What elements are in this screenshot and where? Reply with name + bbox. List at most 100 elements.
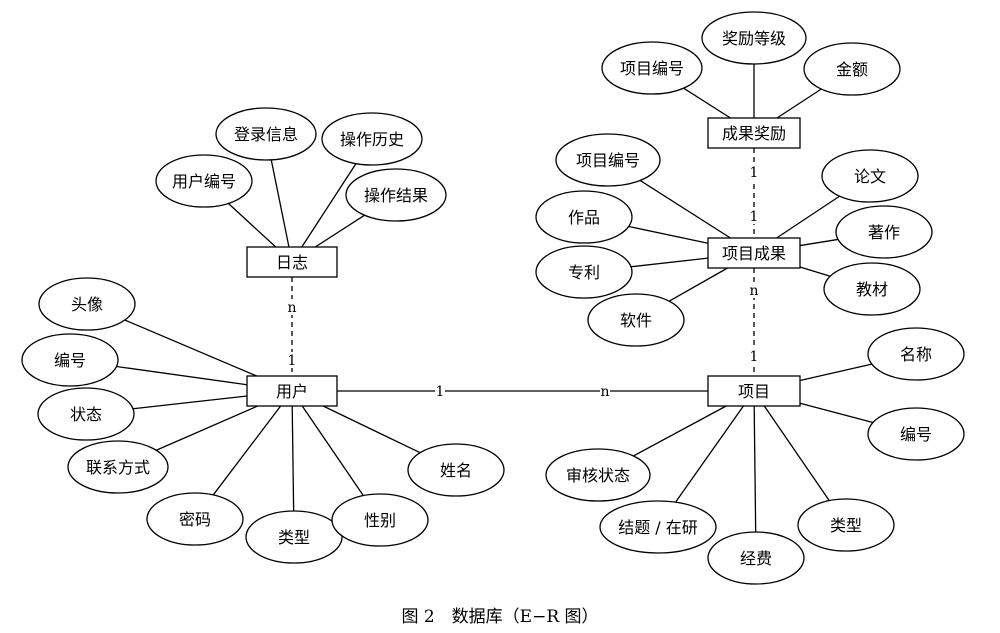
attribute-link xyxy=(799,266,831,277)
attribute-ellipse xyxy=(215,107,317,161)
attribute-label: 编号 xyxy=(900,425,932,444)
entity-label: 日志 xyxy=(276,253,308,272)
attribute-project-4: 经费 xyxy=(707,531,805,585)
attribute-link xyxy=(799,402,874,424)
attribute-label: 密码 xyxy=(179,510,211,529)
attribute-ellipse xyxy=(345,168,447,222)
attribute-user-2: 状态 xyxy=(37,387,135,441)
er-diagram: 用户编号登录信息操作历史操作结果日志头像编号状态联系方式密码类型性别姓名用户项目… xyxy=(21,11,965,585)
attribute-log-2: 操作历史 xyxy=(321,112,423,166)
attribute-link xyxy=(301,405,364,496)
entity-box xyxy=(707,117,801,149)
attribute-project-5: 类型 xyxy=(797,498,895,552)
attribute-result-2: 专利 xyxy=(535,245,633,299)
attribute-link xyxy=(776,195,841,239)
attribute-label: 姓名 xyxy=(440,461,472,480)
attribute-ellipse xyxy=(331,493,429,547)
cardinality-label: 1 xyxy=(288,353,297,369)
attribute-ellipse xyxy=(555,133,661,187)
attribute-link xyxy=(628,225,709,244)
attribute-label: 登录信息 xyxy=(234,125,298,144)
attribute-result-3: 软件 xyxy=(587,293,685,347)
attribute-link xyxy=(668,267,728,302)
attribute-link xyxy=(124,319,257,377)
attribute-link xyxy=(301,163,357,248)
attribute-award-1: 奖励等级 xyxy=(701,11,807,65)
attribute-result-4: 论文 xyxy=(821,149,919,203)
attribute-ellipse xyxy=(601,41,703,95)
attribute-user-1: 编号 xyxy=(21,333,119,387)
attribute-link xyxy=(753,405,757,533)
attribute-label: 教材 xyxy=(856,280,888,299)
attribute-link xyxy=(639,179,731,239)
attribute-label: 名称 xyxy=(900,345,932,364)
attribute-link xyxy=(322,405,421,454)
cardinality-bg xyxy=(749,208,759,224)
entity-award: 成果奖励 xyxy=(707,117,801,149)
attribute-link xyxy=(683,87,731,119)
figure-caption: 图 2 数据库（E−R 图） xyxy=(401,607,599,627)
attribute-link xyxy=(776,88,822,119)
attribute-label: 项目编号 xyxy=(620,59,684,78)
cardinality-bg xyxy=(749,282,759,298)
cardinality-bg xyxy=(287,352,297,368)
attribute-result-1: 作品 xyxy=(535,190,633,244)
attribute-label: 用户编号 xyxy=(172,172,236,191)
attribute-label: 结题 / 在研 xyxy=(618,518,698,537)
attribute-label: 论文 xyxy=(854,167,886,186)
attribute-project-0: 名称 xyxy=(867,327,965,381)
attribute-link xyxy=(799,238,839,247)
attribute-ellipse xyxy=(321,112,423,166)
attribute-link xyxy=(132,395,248,410)
attribute-ellipse xyxy=(407,443,505,497)
attribute-ellipse xyxy=(821,149,919,203)
attribute-ellipse xyxy=(155,154,253,208)
attribute-ellipse xyxy=(21,333,119,387)
attribute-label: 联系方式 xyxy=(86,458,150,477)
entity-label: 用户 xyxy=(276,382,308,401)
cardinality-bg xyxy=(435,383,445,399)
attribute-result-5: 著作 xyxy=(835,205,933,259)
entity-box xyxy=(246,246,338,278)
attribute-result-6: 教材 xyxy=(823,262,921,316)
entity-label: 项目成果 xyxy=(722,244,786,263)
cardinality-bg xyxy=(600,383,610,399)
cardinality-label: 1 xyxy=(750,165,759,181)
attribute-label: 审核状态 xyxy=(566,466,630,485)
attribute-ellipse xyxy=(835,205,933,259)
attribute-link xyxy=(156,405,258,451)
attribute-label: 类型 xyxy=(278,528,310,547)
attribute-ellipse xyxy=(797,498,895,552)
entity-project: 项目 xyxy=(707,375,801,407)
attribute-ellipse xyxy=(38,277,136,331)
attribute-label: 项目编号 xyxy=(576,151,640,170)
attribute-log-3: 操作结果 xyxy=(345,168,447,222)
attribute-project-2: 审核状态 xyxy=(545,448,651,502)
attribute-label: 软件 xyxy=(620,311,652,330)
entity-label: 项目 xyxy=(738,382,770,401)
attribute-result-0: 项目编号 xyxy=(555,133,661,187)
attribute-ellipse xyxy=(535,245,633,299)
attribute-label: 操作历史 xyxy=(340,130,404,149)
attribute-label: 状态 xyxy=(70,405,102,424)
attribute-user-0: 头像 xyxy=(38,277,136,331)
attribute-ellipse xyxy=(587,293,685,347)
attribute-ellipse xyxy=(545,448,651,502)
attribute-user-5: 类型 xyxy=(245,510,343,564)
entity-log: 日志 xyxy=(246,246,338,278)
attribute-user-3: 联系方式 xyxy=(67,440,169,494)
attribute-link xyxy=(116,365,248,386)
cardinality-bg xyxy=(749,348,759,364)
cardinality-label: n xyxy=(749,283,758,299)
attribute-user-4: 密码 xyxy=(146,492,244,546)
attribute-project-1: 编号 xyxy=(867,407,965,461)
attribute-log-0: 用户编号 xyxy=(155,154,253,208)
attribute-ellipse xyxy=(245,510,343,564)
attribute-ellipse xyxy=(146,492,244,546)
attribute-label: 专利 xyxy=(568,263,600,282)
attribute-link xyxy=(270,159,290,248)
attribute-log-1: 登录信息 xyxy=(215,107,317,161)
attribute-label: 金额 xyxy=(836,60,868,79)
attribute-ellipse xyxy=(535,190,633,244)
attribute-award-0: 项目编号 xyxy=(601,41,703,95)
